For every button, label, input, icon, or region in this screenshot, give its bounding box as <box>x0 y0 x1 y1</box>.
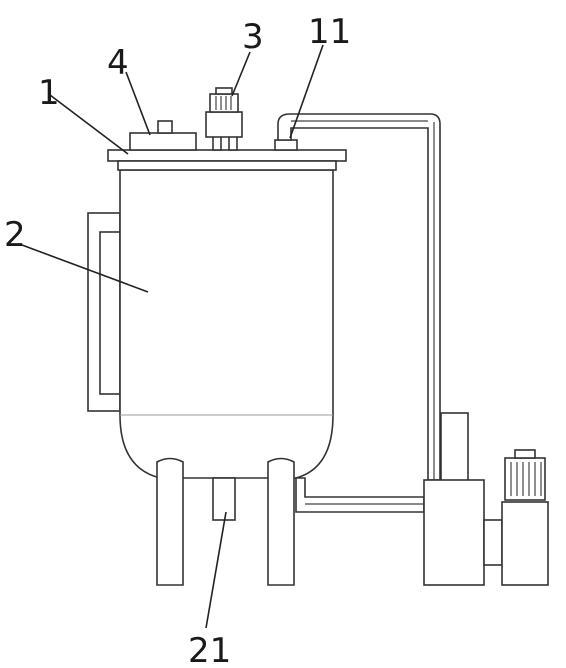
top-motor <box>205 87 243 151</box>
tank-leg-left <box>156 457 184 586</box>
outlet-pipe <box>274 113 441 481</box>
leader-line-11 <box>289 44 324 139</box>
pump-housing-upper <box>440 412 469 484</box>
leader-line-3 <box>231 51 251 97</box>
pump-body <box>423 479 485 586</box>
inlet-pipe <box>295 477 425 513</box>
label-drain: 21 <box>188 631 231 668</box>
leader-line-21 <box>205 511 227 629</box>
label-hatch: 4 <box>107 43 129 83</box>
leader-line-1 <box>49 94 129 155</box>
tank-leg-right <box>267 457 295 586</box>
side-viewing-window <box>87 212 121 412</box>
label-outlet-pipe: 11 <box>308 12 351 52</box>
lid-hatch <box>129 120 197 151</box>
drain-outlet <box>212 477 236 521</box>
label-lid: 1 <box>38 73 60 113</box>
leader-line-4 <box>125 71 151 136</box>
leader-line-2 <box>21 244 149 293</box>
pump-coupling <box>483 519 503 566</box>
label-tank-body: 2 <box>4 215 26 255</box>
tank-lid <box>107 149 347 171</box>
pump-motor <box>501 449 549 586</box>
label-top-motor: 3 <box>242 17 264 57</box>
tank-body <box>119 169 334 479</box>
